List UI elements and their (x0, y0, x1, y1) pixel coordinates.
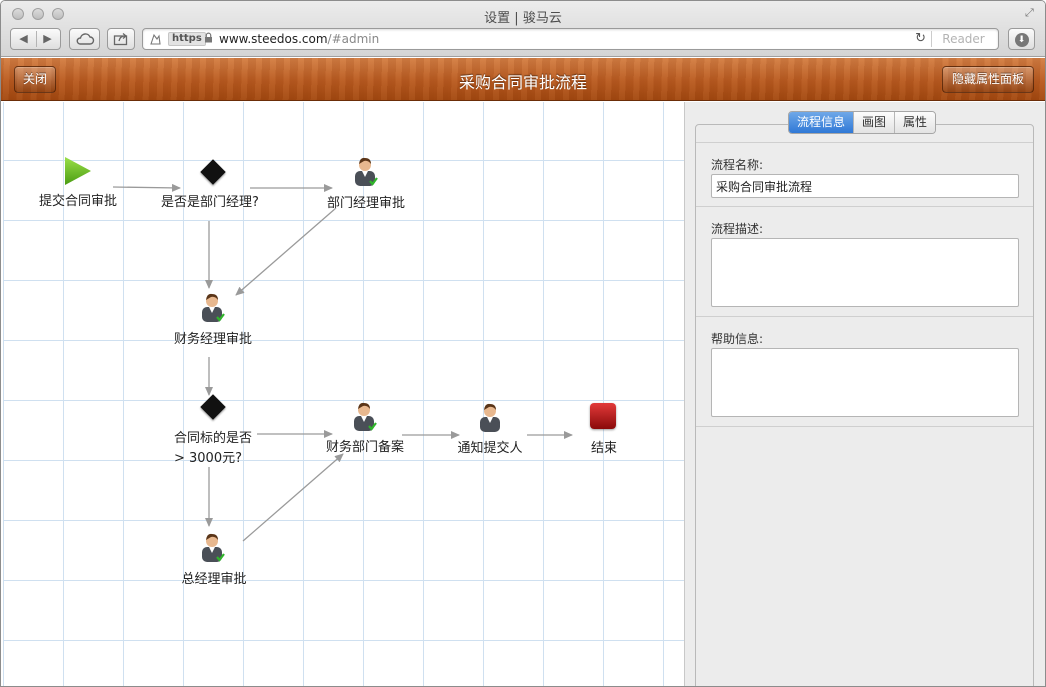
workflow-edges (112, 183, 573, 542)
panel-divider (696, 426, 1033, 427)
site-favicon-icon (148, 32, 162, 46)
node-label: 财务经理审批 (173, 332, 252, 347)
user-task-person-icon (202, 533, 225, 562)
node-label: > 3000元? (173, 451, 242, 466)
url-host: www.steedos.com (219, 32, 328, 46)
user-task-node[interactable] (352, 400, 378, 436)
share-button[interactable] (107, 28, 135, 50)
node-label: 部门经理审批 (326, 196, 405, 211)
process-name-input[interactable] (711, 174, 1019, 198)
url-path: /#admin (327, 32, 380, 46)
https-badge: https (168, 32, 206, 46)
edge-dept-manager-to-finance-manager[interactable] (235, 207, 337, 296)
node-label: 合同标的是否 (173, 431, 252, 446)
user-task-person-icon (354, 402, 377, 431)
user-task-person-icon (480, 403, 500, 432)
panel-tabs: 流程信息 画图 属性 (788, 111, 937, 134)
workflow-canvas[interactable]: 提交合同审批 是否是部门经理? 部门经理审批 财务经理 (3, 102, 684, 686)
browser-toolbar: 设置 | 骏马云 ⤢ ◀▶ https www.steedos.c (1, 1, 1045, 57)
tab-properties[interactable]: 属性 (895, 112, 936, 133)
process-name-label: 流程名称: (711, 158, 764, 172)
user-task-node[interactable] (200, 291, 226, 327)
close-button[interactable]: 关闭 (14, 66, 56, 93)
help-info-textarea[interactable] (711, 348, 1019, 417)
end-node-icon[interactable] (590, 403, 616, 429)
back-arrow-icon[interactable]: ◀ (19, 32, 28, 45)
app-header: 关闭 采购合同审批流程 隐藏属性面板 (1, 58, 1045, 101)
node-label: 结束 (590, 441, 617, 456)
node-label: 是否是部门经理? (161, 195, 259, 210)
minimize-window-button[interactable] (32, 8, 44, 20)
address-bar[interactable]: https www.steedos.com/#admin ↻ Reader (142, 28, 999, 50)
download-icon: ⬇ (1014, 33, 1029, 47)
user-task-node[interactable] (478, 401, 504, 437)
forward-arrow-icon[interactable]: ▶ (43, 32, 52, 45)
lock-icon (204, 32, 213, 46)
fullscreen-icon[interactable]: ⤢ (1025, 6, 1034, 19)
properties-panel: 流程信息 画图 属性 流程名称: 流程描述: 帮助信息: (684, 102, 1045, 686)
process-name-section: 流程名称: (696, 142, 1033, 206)
process-description-textarea[interactable] (711, 238, 1019, 307)
cloud-icon (76, 33, 94, 45)
help-info-section: 帮助信息: (696, 316, 1033, 426)
close-window-button[interactable] (12, 8, 24, 20)
edge-start-to-gateway1[interactable] (112, 183, 181, 192)
edge-gm-to-finance-record[interactable] (242, 453, 344, 542)
url-text: www.steedos.com/#admin (219, 32, 379, 46)
process-description-label: 流程描述: (711, 222, 764, 236)
user-task-person-icon (202, 293, 225, 322)
back-forward-buttons: ◀▶ (10, 28, 61, 50)
panel-form: 流程名称: 流程描述: 帮助信息: (695, 124, 1034, 686)
node-label: 总经理审批 (181, 572, 247, 587)
page-title: 采购合同审批流程 (458, 73, 587, 92)
icloud-tabs-button[interactable] (69, 28, 100, 50)
user-task-person-icon (355, 157, 378, 186)
zoom-window-button[interactable] (52, 8, 64, 20)
node-label: 提交合同审批 (38, 194, 117, 209)
process-description-section: 流程描述: (696, 206, 1033, 316)
user-task-node[interactable] (353, 155, 379, 191)
reader-button[interactable]: Reader (931, 31, 995, 47)
node-label: 财务部门备案 (325, 440, 404, 455)
downloads-button[interactable]: ⬇ (1008, 28, 1035, 50)
reload-icon[interactable]: ↻ (915, 31, 926, 46)
node-label: 通知提交人 (457, 441, 523, 456)
share-icon (113, 33, 128, 46)
help-info-label: 帮助信息: (711, 332, 764, 346)
user-task-node[interactable] (200, 531, 226, 567)
hide-properties-panel-button[interactable]: 隐藏属性面板 (942, 66, 1034, 93)
tab-process-info[interactable]: 流程信息 (789, 112, 855, 133)
start-node[interactable] (63, 156, 93, 190)
window-title: 设置 | 骏马云 (484, 11, 562, 26)
tab-drawing[interactable]: 画图 (854, 112, 896, 133)
start-play-icon (65, 157, 91, 185)
